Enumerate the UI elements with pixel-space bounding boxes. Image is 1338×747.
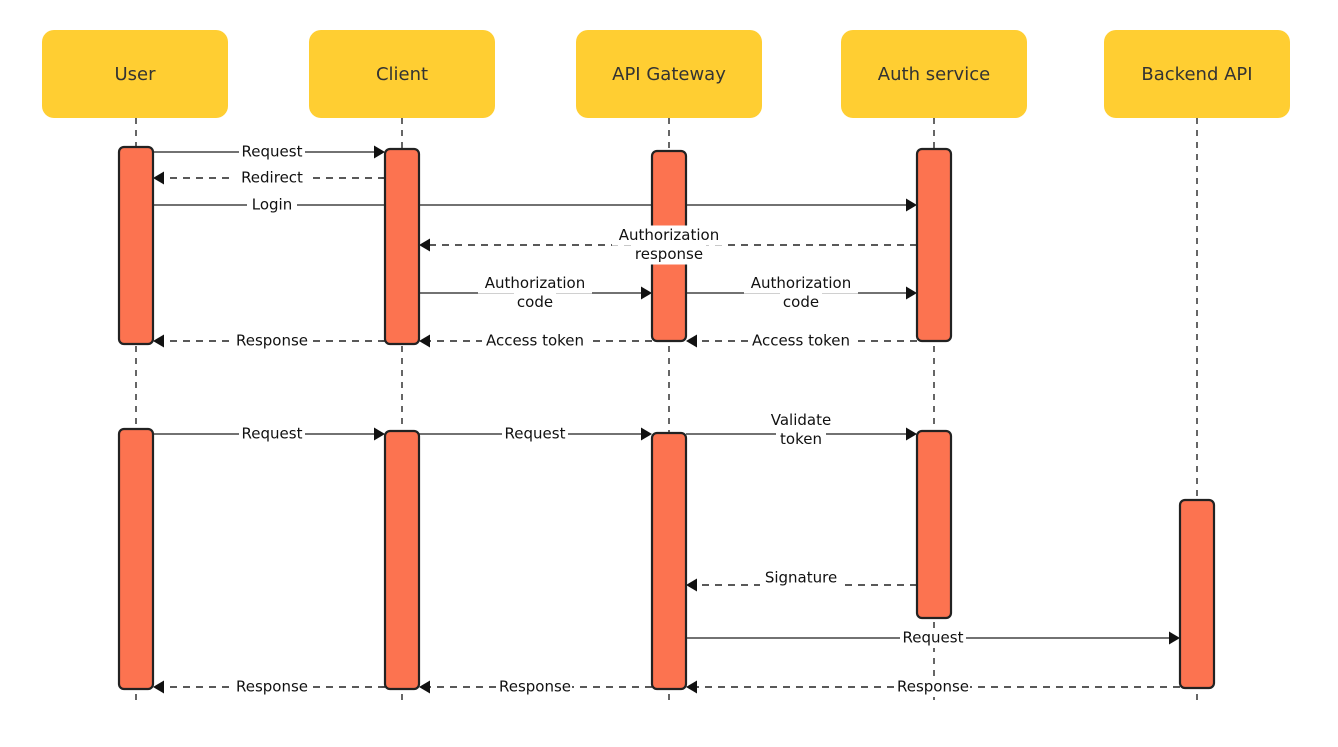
participant-client[interactable]: Client xyxy=(309,30,495,118)
participant-box-user[interactable] xyxy=(42,30,228,118)
participant-backend[interactable]: Backend API xyxy=(1104,30,1290,118)
message-label-text: Authorization xyxy=(751,274,851,292)
participant-gateway[interactable]: API Gateway xyxy=(576,30,762,118)
participant-auth[interactable]: Auth service xyxy=(841,30,1027,118)
participant-box-gateway[interactable] xyxy=(576,30,762,118)
message-label-text: Signature xyxy=(765,569,837,587)
message-label-m11: Request xyxy=(502,424,568,444)
message-label-m16: Response xyxy=(498,677,572,697)
message-label-m13: Signature xyxy=(760,568,842,588)
arrow-head-m4 xyxy=(419,238,430,252)
message-label-text: Request xyxy=(903,629,964,647)
participant-label-auth: Auth service xyxy=(878,64,990,85)
message-label-m17: Response xyxy=(235,677,309,697)
message-label-m14: Request xyxy=(900,628,966,648)
message-label-text: token xyxy=(780,430,822,448)
message-label-text: Response xyxy=(897,678,969,696)
arrow-head-m10 xyxy=(374,427,385,441)
message-label-text: Request xyxy=(242,143,303,161)
message-label-m3: Login xyxy=(247,195,297,215)
message-label-text: Login xyxy=(252,196,292,214)
activation-bar-client-1 xyxy=(383,147,421,346)
message-label-text: response xyxy=(635,245,703,263)
message-label-text: Request xyxy=(242,425,303,443)
arrow-head-m7 xyxy=(686,334,697,348)
activation-bar-client-5 xyxy=(383,429,421,691)
arrow-head-m6 xyxy=(906,286,917,300)
participant-label-gateway: API Gateway xyxy=(612,64,726,85)
activation-bar-backend-8 xyxy=(1178,498,1216,690)
message-labels-layer: RequestRedirectLoginAuthorizationrespons… xyxy=(235,142,970,697)
arrow-head-m11 xyxy=(641,427,652,441)
arrow-head-m15 xyxy=(686,680,697,694)
message-label-m9: Response xyxy=(235,331,309,351)
message-label-text: Authorization xyxy=(619,226,719,244)
activation-bar-gateway-6 xyxy=(650,431,688,691)
message-label-m10: Request xyxy=(239,424,305,444)
message-label-m8: Access token xyxy=(482,331,588,351)
message-label-text: Authorization xyxy=(485,274,585,292)
participant-user[interactable]: User xyxy=(42,30,228,118)
message-label-text: Request xyxy=(505,425,566,443)
arrow-head-m9 xyxy=(153,334,164,348)
activation-bar-user-4 xyxy=(117,427,155,691)
activation-bar-user-0 xyxy=(117,145,155,346)
message-label-text: Access token xyxy=(486,332,584,350)
arrow-head-m8 xyxy=(419,334,430,348)
message-label-text: Access token xyxy=(752,332,850,350)
message-label-text: Validate xyxy=(771,411,831,429)
arrow-head-m16 xyxy=(419,680,430,694)
participant-label-client: Client xyxy=(376,64,428,85)
participant-box-auth[interactable] xyxy=(841,30,1027,118)
message-label-text: code xyxy=(517,293,553,311)
participants-layer: User Client API Gateway Auth service Backend… xyxy=(42,30,1290,118)
arrow-head-m5 xyxy=(641,286,652,300)
arrow-head-m3 xyxy=(906,198,917,212)
message-label-text: Response xyxy=(236,678,308,696)
arrow-head-m12 xyxy=(906,427,917,441)
arrow-head-m2 xyxy=(153,171,164,185)
message-label-text: Response xyxy=(499,678,571,696)
participant-label-backend: Backend API xyxy=(1141,64,1252,85)
arrow-head-m14 xyxy=(1169,631,1180,645)
activations-layer xyxy=(117,145,1216,691)
message-label-m15: Response xyxy=(896,677,970,697)
message-label-text: Redirect xyxy=(241,169,303,187)
activation-bar-auth-3 xyxy=(915,147,953,343)
arrow-head-m1 xyxy=(374,145,385,159)
message-label-m1: Request xyxy=(239,142,305,162)
arrow-head-m13 xyxy=(686,578,697,592)
participant-label-user: User xyxy=(114,64,156,85)
activation-bar-auth-7 xyxy=(915,429,953,620)
participant-box-backend[interactable] xyxy=(1104,30,1290,118)
message-label-m2: Redirect xyxy=(235,168,309,188)
message-label-text: Response xyxy=(236,332,308,350)
message-label-m7: Access token xyxy=(748,331,854,351)
message-label-text: code xyxy=(783,293,819,311)
participant-box-client[interactable] xyxy=(309,30,495,118)
arrow-head-m17 xyxy=(153,680,164,694)
